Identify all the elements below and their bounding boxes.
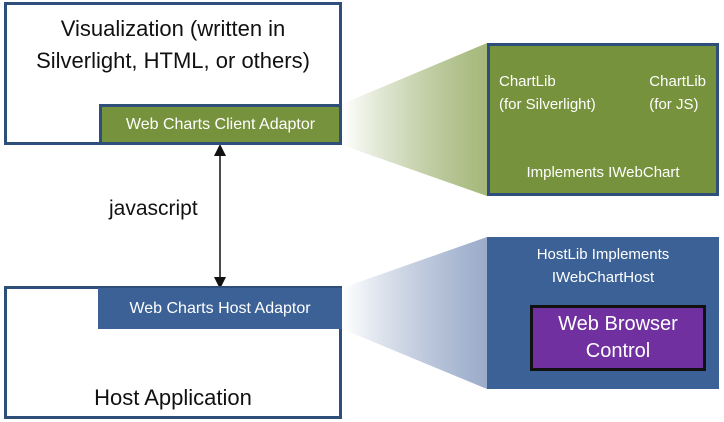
hostlib-label: HostLib Implements IWebChartHost	[536, 246, 670, 286]
implements-iwebchart-label: Implements IWebChart	[526, 164, 680, 181]
chartlib-panel: ChartLib (for Silverlight) ChartLib (for…	[487, 43, 719, 196]
javascript-label: javascript	[109, 197, 198, 220]
web-charts-client-adaptor: Web Charts Client Adaptor	[99, 104, 342, 145]
visualization-title: Visualization (written in Silverlight, H…	[36, 16, 310, 73]
web-charts-host-adaptor: Web Charts Host Adaptor	[98, 288, 342, 329]
host-application-title: Host Application	[94, 385, 252, 410]
chartlib-js-label: ChartLib (for JS)	[649, 73, 706, 113]
web-browser-control: Web Browser Control	[530, 305, 706, 371]
client-adaptor-projection	[342, 43, 487, 196]
host-adaptor-projection	[342, 237, 487, 389]
chartlib-silverlight-label: ChartLib (for Silverlight)	[499, 73, 596, 113]
